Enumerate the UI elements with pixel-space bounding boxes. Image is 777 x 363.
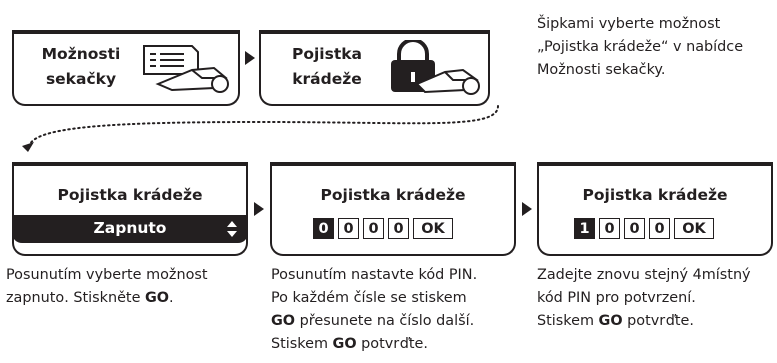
screen3-display: Pojistka krádeže 1 0 0 0 OK (537, 166, 773, 256)
go-key-label: GO (332, 336, 357, 352)
caption2-text-pre: Stiskem (271, 336, 333, 352)
top-instruction-line2: „Pojistka krádeže“ v nabídce (537, 39, 744, 55)
menu-options-top-bar (12, 30, 240, 36)
menu-theft-top-bar (259, 30, 490, 36)
pin-digit-3: 0 (363, 218, 384, 239)
go-key-label: GO (271, 313, 296, 329)
flow-arrow-right (522, 202, 532, 216)
go-key-label: GO (598, 313, 623, 329)
menu-options-tile: Možnosti sekačky (12, 34, 240, 106)
screen2-top-bar (270, 162, 516, 168)
pin-ok: OK (674, 218, 714, 239)
caption3-line3: Stiskem GO potvrďte. (537, 311, 694, 332)
screen2-pin-field: 0 0 0 0 OK (313, 218, 453, 239)
caption2-text-end: potvrďte. (356, 336, 428, 352)
caption2-line3: GO přesunete na číslo další. (271, 311, 474, 332)
screen3-top-bar (537, 162, 773, 168)
menu-theft-label-line1: Pojistka (291, 45, 363, 63)
top-instruction-line3: Možnosti sekačky. (537, 62, 666, 78)
caption3-text-end: potvrďte. (622, 313, 694, 329)
up-down-arrows-icon (227, 221, 237, 237)
pin-digit-4: 0 (388, 218, 409, 239)
screen1-display: Pojistka krádeže Zapnuto (12, 166, 248, 256)
screen1-title: Pojistka krádeže (57, 186, 203, 204)
screen1-top-bar (12, 162, 248, 168)
screen3-title: Pojistka krádeže (582, 186, 728, 204)
menu-options-label-line2: sekačky (45, 70, 117, 88)
caption3-text-pre: Stiskem (537, 313, 599, 329)
caption3-line1: Zadejte znovu stejný 4místný (537, 267, 751, 283)
flow-connector-dotted (22, 105, 499, 152)
screen2-title: Pojistka krádeže (320, 186, 466, 204)
caption2-line4: Stiskem GO potvrďte. (271, 334, 428, 355)
flow-arrow-right (245, 51, 255, 65)
menu-options-label-line1: Možnosti (41, 45, 121, 63)
pin-digit-4: 0 (649, 218, 670, 239)
menu-theft-tile: Pojistka krádeže (259, 34, 490, 106)
caption1-text: zapnutо. Stiskněte (6, 290, 145, 306)
pin-ok: OK (413, 218, 453, 239)
screen1-value: Zapnuto (93, 219, 167, 237)
pin-digit-1: 0 (313, 218, 334, 239)
pin-digit-2: 0 (599, 218, 620, 239)
padlock-mower-icon (391, 40, 480, 95)
caption1-line1: Posunutím vyberte možnost (6, 267, 208, 283)
screen2-display: Pojistka krádeže 0 0 0 0 OK (270, 166, 516, 256)
menu-theft-label-line2: krádeže (292, 70, 362, 88)
flow-arrow-right (254, 202, 264, 216)
caption2-text: přesunete na číslo další. (295, 313, 475, 329)
pin-digit-2: 0 (338, 218, 359, 239)
caption2-line2: Po každém čísle se stiskem (271, 290, 467, 306)
menu-list-mower-icon (143, 45, 229, 93)
caption1-line2: zapnutо. Stiskněte GO. (6, 288, 174, 309)
caption2-line1: Posunutím nastavte kód PIN. (271, 267, 478, 283)
caption1-text-end: . (169, 290, 174, 306)
pin-digit-3: 0 (624, 218, 645, 239)
go-key-label: GO (145, 290, 170, 306)
screen1-selected-value-bar: Zapnuto (12, 215, 248, 243)
screen3-pin-field: 1 0 0 0 OK (574, 218, 714, 239)
top-instruction-line1: Šipkami vyberte možnost (537, 16, 721, 32)
pin-digit-1: 1 (574, 218, 595, 239)
caption3-line2: kód PIN pro potvrzení. (537, 290, 696, 306)
